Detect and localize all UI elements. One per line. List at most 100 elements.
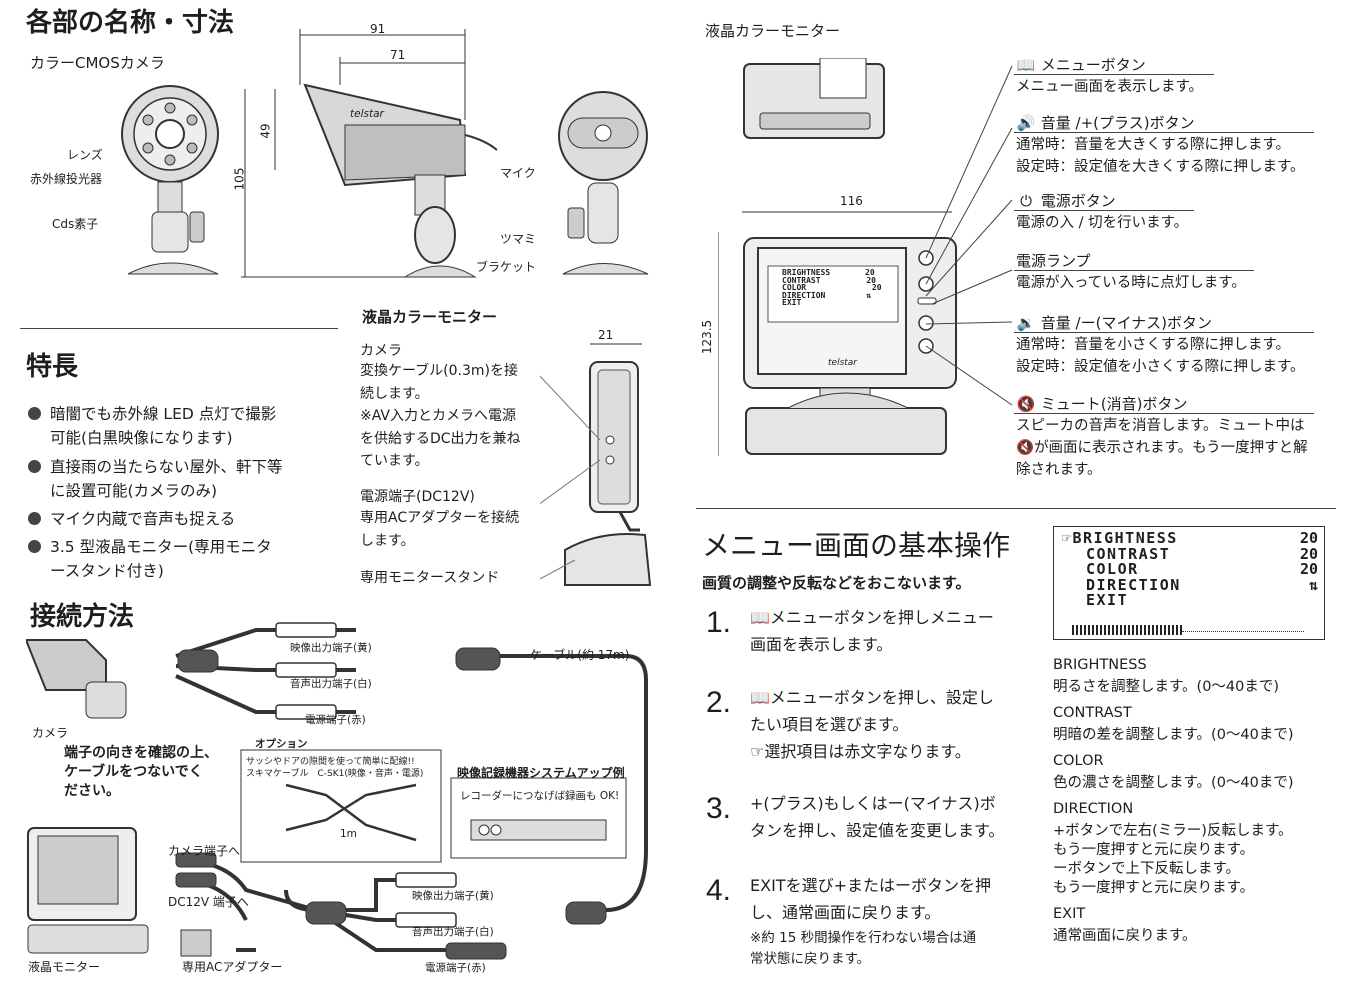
def-term: EXIT (1053, 906, 1086, 922)
connection-note: 端子の向きを確認の上、 ケーブルをつないでく ださい。 (64, 745, 218, 799)
menu-definitions: BRIGHTNESS 明るさを調整します。(0〜40まで) CONTRAST 明… (1053, 656, 1294, 946)
divider-left-1 (20, 328, 338, 329)
volume-down-title: 🔉 音量 /ー(マイナス)ボタン (1016, 314, 1213, 332)
volume-up-icon: 🔊 (1016, 114, 1036, 132)
camera-subtitle: カラーCMOSカメラ (30, 54, 165, 72)
def-desc: もう一度押すと元に戻ります。 (1053, 842, 1255, 858)
step-number: 4. (706, 874, 732, 907)
cable-length-label: ケーブル(約 17m) (530, 648, 630, 662)
book-icon: 📖 (750, 688, 770, 707)
button-leader-lines (925, 65, 1013, 406)
bullet-icon (28, 407, 41, 420)
dim-71: 71 (390, 48, 406, 62)
camera-back-illustration (558, 91, 649, 275)
dim-105: 105 (232, 167, 247, 191)
monitor-front-illustration (718, 211, 957, 456)
osd-menu-box: ☞BRIGHTNESS CONTRAST COLOR DIRECTION EXI… (1053, 526, 1325, 640)
def-desc: ーボタンで上下反転します。 (1053, 861, 1241, 877)
ac-adapter-label: 専用ACアダプター (182, 960, 283, 974)
dim-1235: 123.5 (700, 319, 715, 355)
camera-conn-label: カメラ (32, 726, 69, 740)
recorder-text: レコーダーにつなげば録画も OK! (460, 790, 620, 802)
camera-brand: telstar (350, 108, 384, 120)
step-text: +(プラス)もしくはー(マイナス)ボ タンを押し、設定値を変更します。 (750, 794, 1005, 840)
parts-title: 各部の名称・寸法 (26, 8, 235, 38)
bullet-icon (28, 460, 41, 473)
dc-terminal-label: DC12V 端子へ (168, 895, 249, 909)
camera-front-illustration (121, 85, 219, 275)
connection-diagram (26, 622, 648, 960)
option-title: オプション (255, 738, 308, 750)
dim-21: 21 (598, 328, 614, 342)
monitor-brand: telstar (828, 358, 857, 368)
pointing-hand-icon: ☞ (750, 742, 765, 761)
feature-item: マイク内蔵で音声も捉える (50, 510, 236, 528)
dim-49: 49 (258, 123, 273, 139)
ir-label: 赤外線投光器 (30, 172, 103, 186)
camera-terminal-label: カメラ端子へ (168, 844, 241, 858)
power-icon: ⏻ (1020, 192, 1032, 210)
book-icon: 📖 (750, 608, 770, 627)
def-desc: もう一度押すと元に戻ります。 (1053, 880, 1255, 896)
knob-label: ツマミ (500, 232, 537, 246)
bullet-icon (28, 540, 41, 553)
mic-label: マイク (500, 166, 536, 180)
menu-ops-subtitle: 画質の調整や反転などをおこないます。 (702, 574, 971, 592)
dim-91: 91 (370, 22, 386, 36)
stand-label: 専用モニタースタンド (360, 570, 500, 586)
power-button-title: ⏻ 電源ボタン (1016, 190, 1116, 211)
mute-title: 🔇 ミュート(消音)ボタン (1016, 395, 1188, 413)
feature-item: 直接雨の当たらない屋外、軒下等に設置可能(カメラのみ) (50, 458, 283, 500)
option-text: サッシやドアの隙間を使って簡単に配線!! スキマケーブル C-SK1(映像・音声… (246, 757, 424, 779)
feature-item: 暗闇でも赤外線 LED 点灯で撮影可能(白黒映像になります) (50, 405, 277, 447)
step-text: 📖メニューボタンを押しメニュー 画面を表示します。 (750, 608, 994, 654)
connection-title: 接続方法 (30, 602, 135, 632)
step-text: EXITを選び+またはーボタンを押 し、通常画面に戻ります。 (750, 876, 991, 922)
bullet-icon (28, 512, 41, 525)
monitor-osd-mini: BRIGHTNESS 20 CONTRAST 20 COLOR 20 DIREC… (782, 268, 882, 307)
step-number: 3. (706, 792, 732, 825)
lens-label: レンズ (67, 148, 103, 162)
osd-menu-items: ☞BRIGHTNESS CONTRAST COLOR DIRECTION EXI… (1062, 529, 1181, 609)
power-lamp-title: 電源ランプ (1016, 252, 1091, 270)
menu-button-text: メニュー画面を表示します。 (1016, 79, 1204, 95)
mute-icon: 🔇 (1016, 395, 1036, 413)
power-red-label: 電源端子(赤) (305, 714, 366, 726)
divider-right (696, 508, 1336, 509)
features-title: 特長 (26, 352, 79, 382)
camera-port-text: 変換ケーブル(0.3m)を接 続します。 ※AV入力とカメラへ電源 を供給するD… (360, 363, 521, 469)
osd-level-track (1182, 631, 1304, 632)
monitor-top-illustration (743, 58, 885, 139)
video-out-label: 映像出力端子(黄) (290, 642, 372, 654)
menu-ops-title: メニュー画面の基本操作 (702, 529, 1011, 562)
bracket-label: ブラケット (476, 260, 537, 274)
step-text: 📖メニューボタンを押し、設定し たい項目を選びます。 ☞選択項目は赤文字なります… (750, 688, 994, 761)
video-out2-label: 映像出力端子(黄) (412, 890, 494, 902)
monitor-side-illustration (540, 343, 652, 586)
power-lamp-text: 電源が入っている時に点灯します。 (1016, 275, 1246, 291)
step-number: 2. (706, 686, 732, 719)
osd-menu-values: 20 20 20 ⇅ (1299, 529, 1318, 594)
audio-out-label: 音声出力端子(白) (290, 678, 372, 690)
camera-port-label: カメラ (360, 343, 402, 359)
menu-button-title: 📖 メニューボタン (1016, 56, 1146, 74)
camera-side-illustration (241, 29, 498, 278)
side-monitor-title: 液晶カラーモニター (362, 308, 498, 326)
def-desc: 色の濃さを調整します。(0〜40まで) (1053, 775, 1294, 791)
audio-out2-label: 音声出力端子(白) (412, 926, 494, 938)
def-desc: +ボタンで左右(ミラー)反転します。 (1053, 823, 1293, 839)
power-button-text: 電源の入 / 切を行います。 (1016, 215, 1189, 231)
def-term: COLOR (1053, 753, 1104, 769)
lcd-monitor-label: 液晶モニター (28, 960, 101, 974)
def-desc: 通常画面に戻ります。 (1053, 928, 1197, 944)
def-term: DIRECTION (1053, 801, 1134, 817)
volume-up-text: 通常時：音量を大きくする際に押します。設定時：設定値を大きくする際に押します。 (1016, 137, 1305, 175)
option-length: 1m (340, 828, 357, 840)
pointing-hand-icon: ☞ (1062, 529, 1073, 547)
volume-down-text: 通常時：音量を小さくする際に押します。設定時：設定値を小さくする際に押します。 (1016, 337, 1305, 375)
step-number: 1. (706, 606, 732, 639)
osd-level-bar (1072, 625, 1182, 635)
power-port-label: 電源端子(DC12V) (360, 489, 475, 505)
def-desc: 明暗の差を調整します。(0〜40まで) (1053, 727, 1294, 743)
volume-down-icon: 🔉 (1016, 314, 1036, 332)
